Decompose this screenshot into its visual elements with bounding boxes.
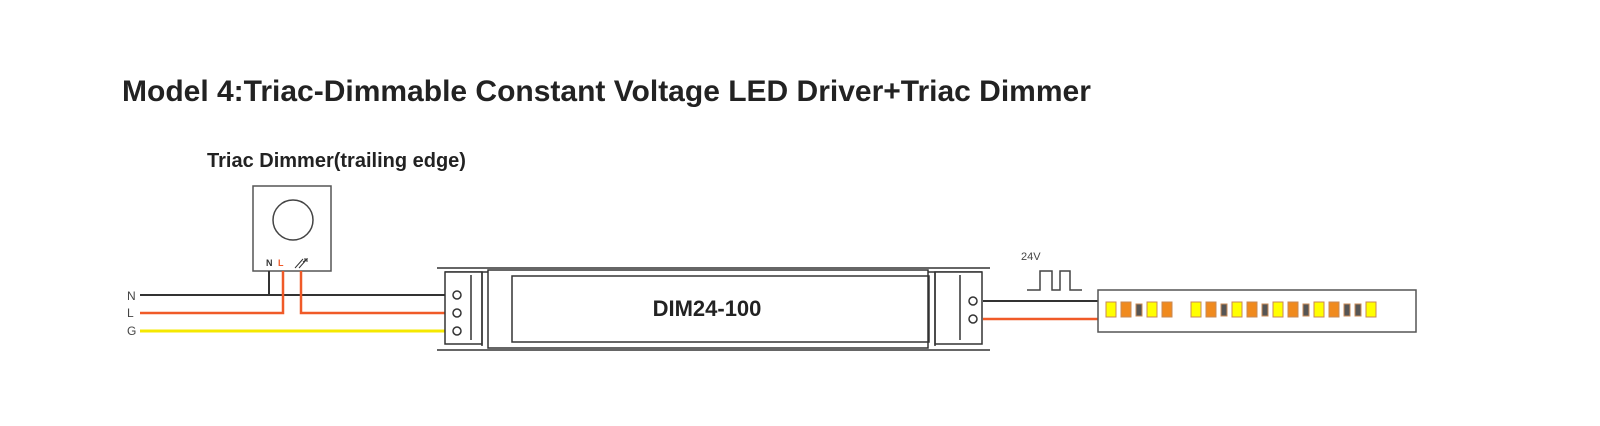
pwm-waveform-icon bbox=[1027, 270, 1082, 291]
diagram-title: Model 4:Triac-Dimmable Constant Voltage … bbox=[122, 75, 1091, 108]
led-chip bbox=[1190, 301, 1202, 318]
input-label-g: G bbox=[127, 324, 136, 338]
led-strip bbox=[1097, 289, 1417, 333]
led-driver bbox=[437, 267, 990, 351]
live-wire bbox=[140, 271, 455, 315]
input-label-l: L bbox=[127, 306, 134, 320]
led-chip bbox=[1161, 301, 1173, 318]
dimmer-label: Triac Dimmer(trailing edge) bbox=[207, 150, 466, 172]
input-label-n: N bbox=[127, 289, 136, 303]
resistor bbox=[1354, 303, 1362, 317]
led-chip bbox=[1246, 301, 1258, 318]
resistor bbox=[1261, 303, 1269, 317]
dimmer-output-symbol-icon bbox=[294, 258, 309, 269]
led-chip bbox=[1287, 301, 1299, 318]
neutral-wire bbox=[140, 271, 455, 296]
led-chip bbox=[1313, 301, 1325, 318]
led-chip bbox=[1205, 301, 1217, 318]
dimmer-terminal-n: N bbox=[266, 258, 273, 268]
led-chip bbox=[1146, 301, 1158, 318]
led-chip bbox=[1231, 301, 1243, 318]
dimmer-terminal-l: L bbox=[278, 258, 284, 268]
triac-dimmer: N L bbox=[252, 185, 332, 272]
resistor bbox=[1343, 303, 1351, 317]
led-chip bbox=[1272, 301, 1284, 318]
led-chip bbox=[1120, 301, 1132, 318]
led-chip bbox=[1105, 301, 1117, 318]
resistor bbox=[1135, 303, 1143, 317]
dimmer-knob bbox=[272, 199, 314, 241]
resistor bbox=[1302, 303, 1310, 317]
led-chip bbox=[1328, 301, 1340, 318]
driver-model: DIM24-100 bbox=[653, 296, 762, 321]
resistor bbox=[1220, 303, 1228, 317]
led-chip bbox=[1365, 301, 1377, 318]
output-voltage: 24V bbox=[1021, 251, 1041, 263]
